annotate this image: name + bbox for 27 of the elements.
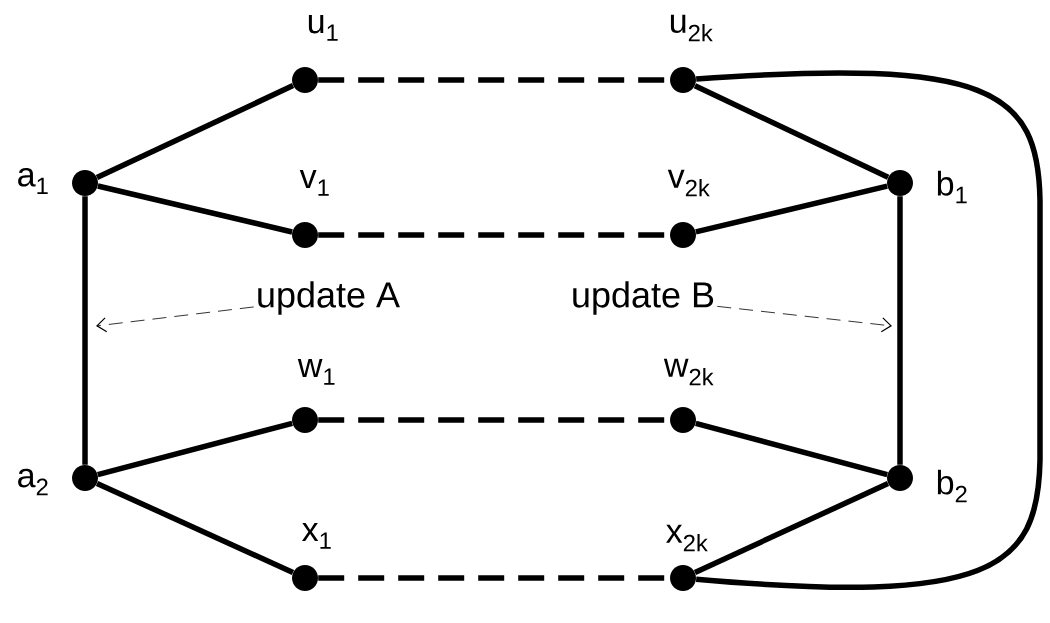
vertex-label: u$_{1}$ — [308, 15, 338, 41]
edge-line — [695, 183, 888, 235]
edge-line — [82, 196, 88, 465]
edge-line — [95, 83, 295, 180]
edge-line — [97, 183, 293, 235]
vertex-label: b$_{2}$ — [937, 469, 967, 503]
vertex-label: a$_{1}$ — [18, 167, 48, 195]
vertex-label: x$_{2k}$ — [666, 524, 708, 552]
vertex-label: u$_{2k}$ — [670, 14, 713, 42]
annotation-text: update B — [573, 281, 714, 315]
edge-line — [693, 83, 890, 180]
vertex-label: v$_{2k}$ — [667, 169, 710, 197]
vertex-label: v$_{1}$ — [299, 170, 329, 196]
vertex-label: x$_{1}$ — [302, 523, 331, 549]
leader-line — [96, 306, 255, 333]
vertex-label: a$_{2}$ — [18, 468, 48, 496]
vertex-label: b$_{1}$ — [937, 170, 967, 204]
vertex-label: w$_{1}$ — [297, 359, 335, 385]
edge-line — [97, 420, 293, 478]
edge-line — [693, 481, 890, 575]
edge-line — [695, 420, 888, 478]
edge-line — [95, 480, 295, 576]
leader-line — [716, 305, 892, 333]
edge-line — [897, 196, 903, 465]
vertex-label: w$_{2k}$ — [663, 358, 714, 386]
annotation-text: update A — [258, 281, 400, 315]
curved-edge — [695, 70, 1043, 590]
